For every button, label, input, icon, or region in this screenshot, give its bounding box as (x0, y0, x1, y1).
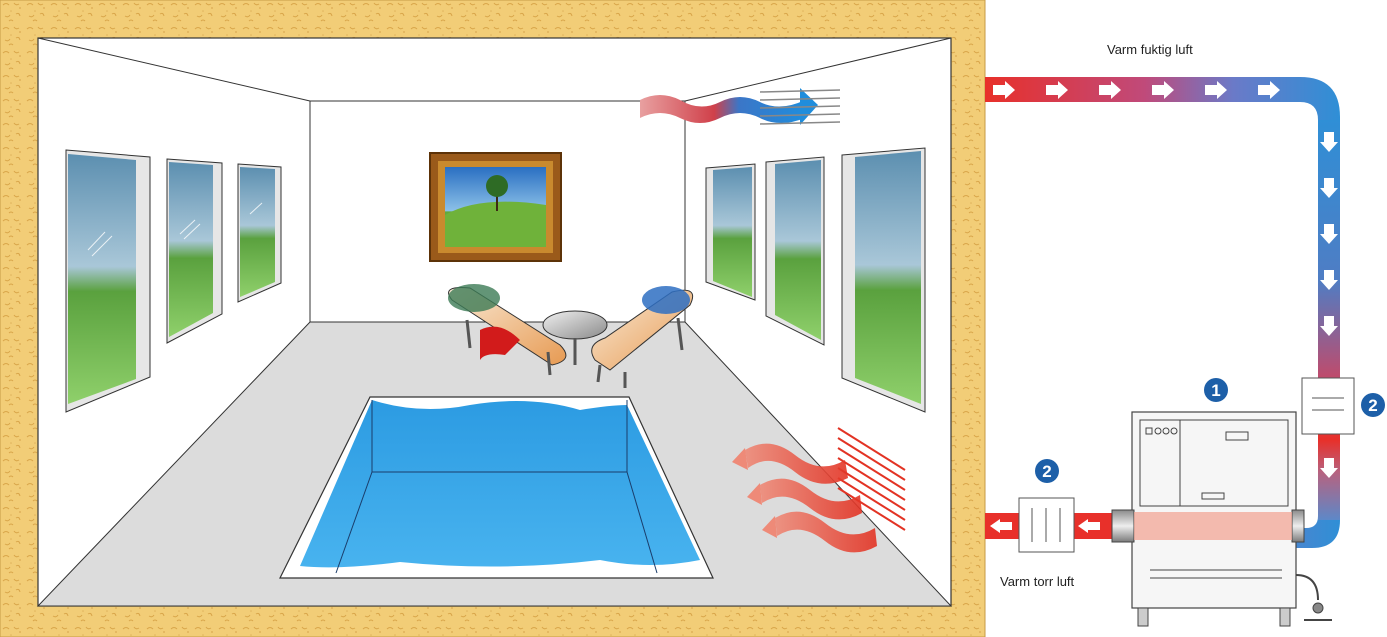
filter-top (1302, 378, 1354, 434)
label-varm-torr-luft: Varm torr luft (1000, 574, 1075, 589)
marker-filter-top: 2 (1361, 393, 1385, 417)
marker-filter-bottom-number: 2 (1042, 462, 1051, 481)
marker-filter-bottom: 2 (1035, 459, 1059, 483)
marker-filter-top-number: 2 (1368, 396, 1377, 415)
filter-bottom (1019, 498, 1074, 552)
marker-dehumidifier-number: 1 (1211, 381, 1220, 400)
marker-dehumidifier: 1 (1204, 378, 1228, 402)
painting (430, 153, 561, 261)
label-varm-fuktig-luft: Varm fuktig luft (1107, 42, 1193, 57)
dehumidifier-unit (1112, 412, 1332, 626)
